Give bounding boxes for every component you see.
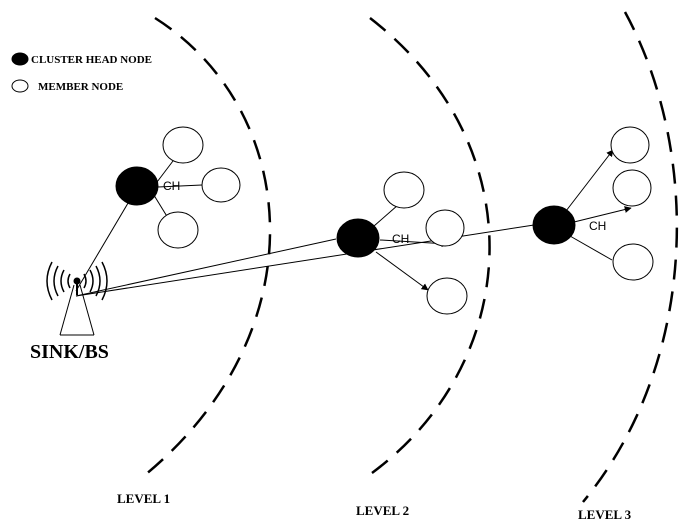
legend-cluster-head-label: CLUSTER HEAD NODE (31, 54, 152, 66)
level-2-label: LEVEL 2 (356, 503, 409, 518)
member-node (162, 126, 204, 164)
member-node (425, 209, 465, 247)
member-node (612, 243, 654, 281)
member-node (201, 167, 241, 203)
legend-member-symbol (11, 79, 29, 93)
cluster-head-node-3 (532, 205, 576, 245)
level-1-label: LEVEL 1 (117, 491, 170, 506)
cluster-head-2-label: CH (392, 232, 409, 246)
sink-antenna-icon (46, 261, 108, 336)
member-node (383, 171, 425, 209)
cluster-head-nodes: CH CH CH (115, 166, 606, 258)
member-node (612, 169, 652, 207)
level-3-boundary (582, 11, 679, 503)
sink-label: SINK/BS (30, 341, 109, 363)
member-node (610, 126, 650, 164)
cluster-head-node-2 (336, 218, 380, 258)
level-1-boundary (144, 16, 272, 476)
member-node (157, 211, 199, 249)
legend-cluster-head-symbol (11, 52, 29, 66)
sink-to-ch2-link (75, 238, 337, 297)
sink-to-ch3-link (75, 224, 535, 297)
cluster-3-links (565, 149, 632, 261)
cluster-head-1-label: CH (163, 179, 180, 193)
level-3-label: LEVEL 3 (578, 507, 632, 522)
legend-member-label: MEMBER NODE (38, 81, 123, 93)
level-2-boundary (364, 17, 491, 480)
cluster-head-3-label: CH (589, 219, 606, 233)
cluster-head-node-1 (115, 166, 159, 206)
member-nodes (157, 126, 654, 315)
legend: CLUSTER HEAD NODE MEMBER NODE (11, 52, 152, 93)
member-node (426, 277, 468, 315)
